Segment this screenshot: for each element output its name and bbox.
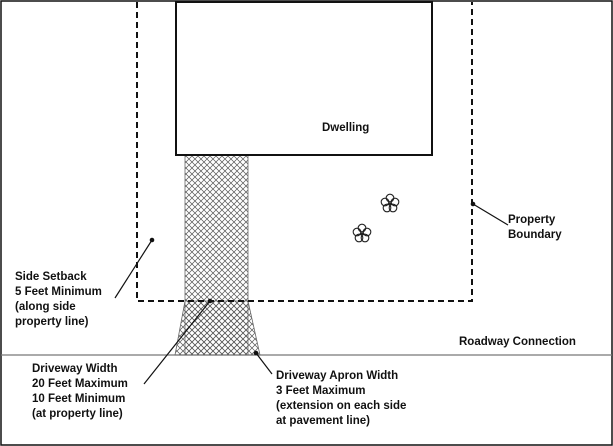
- shrub-icon: [380, 193, 400, 213]
- driveway-apron-leader-dot: [253, 350, 259, 356]
- shrub-icon: [352, 223, 372, 243]
- property-boundary-label: Property Boundary: [508, 214, 562, 241]
- dwelling-label: Dwelling: [322, 122, 369, 134]
- side-setback-leader-dot: [149, 237, 155, 243]
- driveway: [184, 154, 249, 356]
- dwelling-outline: [175, 1, 433, 156]
- property-boundary-leader-dot: [470, 201, 476, 207]
- driveway-width-label: Driveway Width 20 Feet Maximum 10 Feet M…: [32, 363, 131, 420]
- driveway-apron-leader: [255, 352, 273, 375]
- property-boundary-leader: [472, 203, 509, 226]
- driveway-apron-label: Driveway Apron Width 3 Feet Maximum (ext…: [276, 370, 410, 427]
- side-setback-leader: [114, 239, 153, 299]
- property-boundary-line: [136, 2, 473, 302]
- driveway-width-leader-dot: [207, 298, 213, 304]
- roadway-connection-label: Roadway Connection: [459, 336, 576, 348]
- driveway-width-leader: [143, 300, 211, 385]
- side-setback-label: Side Setback 5 Feet Minimum (along side …: [15, 271, 105, 328]
